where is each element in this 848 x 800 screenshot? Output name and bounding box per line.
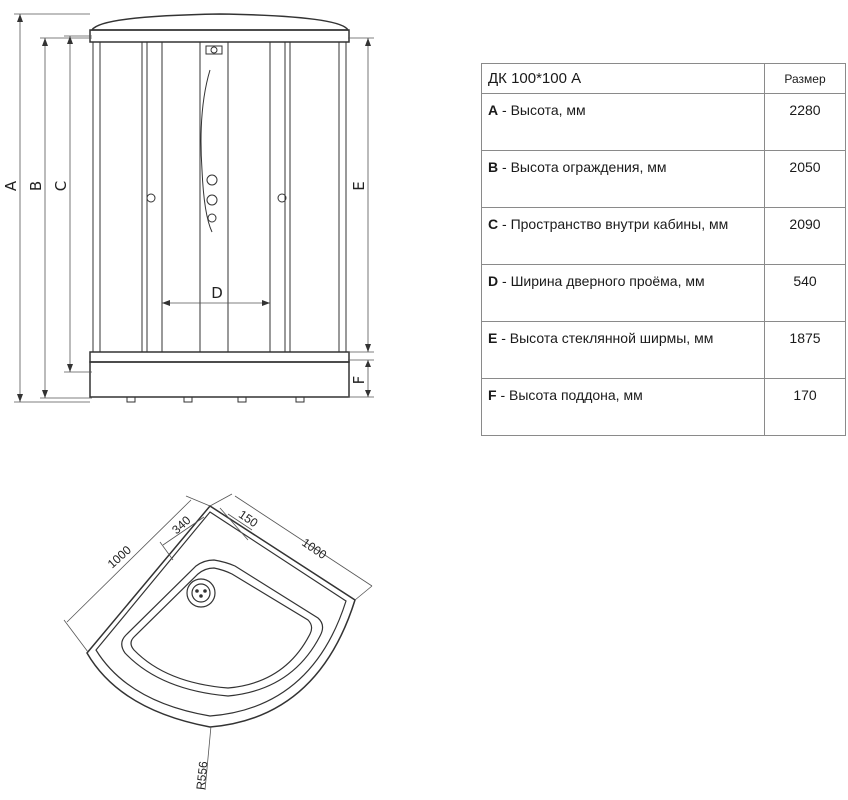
- row-desc: - Высота стеклянной ширмы, мм: [497, 330, 714, 346]
- tray-rim: [89, 351, 350, 363]
- table-row: F - Высота поддона, мм 170: [481, 378, 846, 436]
- table-row: B - Высота ограждения, мм 2050: [481, 150, 846, 208]
- row-value: 2050: [764, 150, 846, 208]
- spec-size-header: Размер: [764, 63, 846, 94]
- top-view: [63, 493, 373, 791]
- right-door-post: [269, 41, 291, 353]
- dim-340: 340: [169, 513, 193, 537]
- row-value: 2090: [764, 207, 846, 265]
- row-value: 540: [764, 264, 846, 322]
- row-value: 2280: [764, 93, 846, 151]
- shower-hose: [200, 69, 213, 233]
- row-letter: D: [488, 273, 499, 289]
- row-desc: - Высота, мм: [498, 102, 586, 118]
- drain: [186, 578, 216, 608]
- row-value: 1875: [764, 321, 846, 379]
- tray: [89, 361, 350, 398]
- cabin-top-frame: [89, 29, 350, 43]
- spec-title: ДК 100*100 А: [481, 63, 765, 94]
- left-outer-post: [92, 41, 101, 353]
- row-letter: C: [488, 216, 499, 232]
- row-value: 170: [764, 378, 846, 436]
- left-door-post: [141, 41, 163, 353]
- right-outer-post: [338, 41, 347, 353]
- row-letter: A: [488, 102, 499, 118]
- label-c: C: [52, 181, 70, 191]
- dim-1000-left: 1000: [105, 543, 134, 571]
- table-row: D - Ширина дверного проёма, мм 540: [481, 264, 846, 322]
- spec-header-row: ДК 100*100 А Размер: [481, 63, 846, 94]
- row-desc: - Высота поддона, мм: [496, 387, 643, 403]
- tray-outline: [86, 505, 356, 728]
- label-f: F: [350, 376, 368, 385]
- label-a: A: [2, 180, 20, 191]
- label-b: B: [27, 181, 45, 191]
- left-door-handle: [146, 193, 156, 203]
- row-desc: - Высота ограждения, мм: [498, 159, 667, 175]
- head-shower: [210, 46, 218, 54]
- front-view: [14, 13, 374, 403]
- right-door-handle: [277, 193, 287, 203]
- dim-1000-right: 1000: [299, 535, 329, 562]
- table-row: C - Пространство внутри кабины, мм 2090: [481, 207, 846, 265]
- dim-radius: R556: [194, 760, 211, 790]
- row-letter: B: [488, 159, 499, 175]
- table-row: E - Высота стеклянной ширмы, мм 1875: [481, 321, 846, 379]
- row-letter: E: [488, 330, 498, 346]
- cabin-roof: [90, 13, 350, 31]
- tray-basin: [121, 559, 324, 697]
- label-d: D: [211, 284, 223, 302]
- row-desc: - Ширина дверного проёма, мм: [498, 273, 705, 289]
- table-row: A - Высота, мм 2280: [481, 93, 846, 151]
- row-letter: F: [488, 387, 497, 403]
- label-e: E: [350, 181, 368, 190]
- spec-table: ДК 100*100 А Размер A - Высота, мм 2280 …: [481, 63, 846, 436]
- row-desc: - Пространство внутри кабины, мм: [498, 216, 729, 232]
